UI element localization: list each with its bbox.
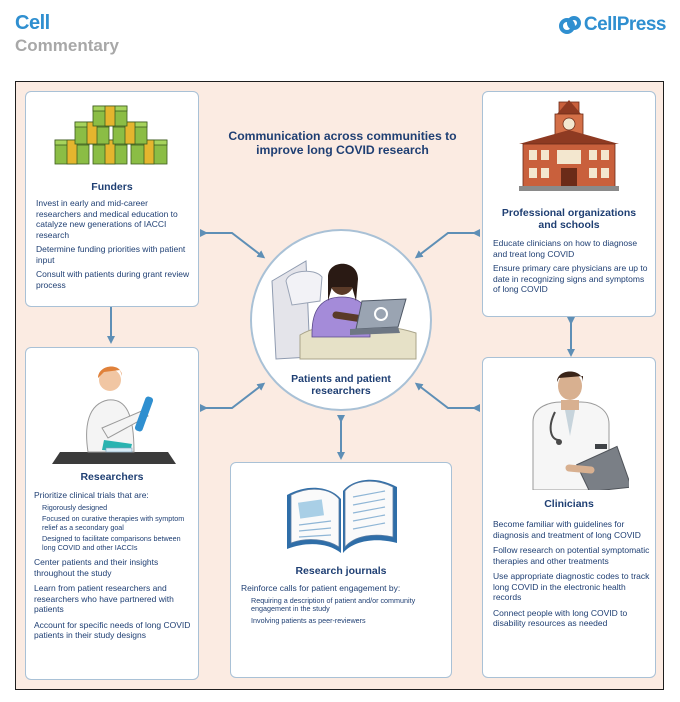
funders-list: Invest in early and mid-career researche… (36, 198, 194, 290)
center-label: Patients and patient researchers (291, 373, 391, 397)
funders-heading: Funders (91, 181, 133, 193)
sublist: Requiring a description of patient and/o… (241, 595, 445, 626)
researchers-heading: Researchers (80, 471, 144, 483)
professional-box: Professional organizations and schools E… (482, 91, 656, 317)
professional-list: Educate clinicians on how to diagnose an… (493, 238, 651, 295)
professional-heading: Professional organizations and schools (501, 207, 637, 231)
sublist-item: Designed to facilitate comparisons betwe… (42, 534, 181, 552)
patients-circle: Patients and patient researchers (250, 229, 432, 411)
patient-with-laptop-icon (271, 260, 417, 360)
arrow-clinicians-center (414, 382, 480, 412)
list-item: Use appropriate diagnostic codes to trac… (493, 571, 650, 602)
sublist: Rigorously designed Focused on curative … (34, 502, 194, 553)
list-item: Ensure primary care physicians are up to… (493, 263, 648, 294)
list-item: Invest in early and mid-career researche… (36, 198, 178, 240)
sublist-item: Rigorously designed (42, 502, 108, 512)
figure-title: Communication across communities to impr… (228, 129, 457, 157)
researchers-box: Researchers Prioritize clinical trials t… (25, 347, 199, 680)
publisher-name: CellPress (583, 14, 667, 35)
researcher-pipette-icon (52, 366, 176, 464)
journals-box: Research journals Reinforce calls for pa… (230, 462, 452, 678)
arrow-researchers-center (200, 382, 266, 412)
doctor-with-clipboard-icon (532, 371, 629, 490)
journal-logo: Cell (15, 12, 50, 34)
list-item: Center patients and their insights throu… (34, 557, 159, 578)
clinicians-list: Become familiar with guidelines for diag… (493, 519, 651, 629)
sublist-item: Involving patients as peer-reviewers (251, 615, 366, 625)
publisher-logo: CellPress (558, 14, 667, 36)
researchers-list: Prioritize clinical trials that are: Rig… (34, 490, 194, 641)
list-item: Connect people with long COVID to disabi… (493, 607, 628, 629)
clinicians-box: Clinicians Become familiar with guidelin… (482, 357, 656, 678)
open-book-icon (287, 479, 397, 553)
list-item: Consult with patients during grant revie… (36, 269, 190, 290)
arrow-funders-center (200, 229, 266, 259)
list-item: Learn from patient researchers and resea… (34, 583, 174, 615)
clinicians-heading: Clinicians (544, 498, 594, 510)
list-item: Account for specific needs of long COVID… (34, 619, 191, 641)
section-label: Commentary (15, 36, 119, 55)
funders-box: Funders Invest in early and mid-career r… (25, 91, 199, 307)
arrow-professional-center (414, 229, 480, 259)
list-item: Educate clinicians on how to diagnose an… (493, 238, 638, 259)
list-intro: Prioritize clinical trials that are: (34, 490, 149, 500)
journals-list: Reinforce calls for patient engagement b… (241, 583, 445, 625)
list-item: Determine funding priorities with patien… (36, 244, 186, 265)
cellpress-icon (558, 16, 581, 34)
list-item: Become familiar with guidelines for diag… (493, 519, 641, 540)
money-stacks-icon (54, 105, 168, 165)
school-building-icon (519, 100, 619, 191)
journals-heading: Research journals (295, 565, 387, 577)
list-item: Follow research on potential symptomatic… (493, 545, 650, 566)
list-intro: Reinforce calls for patient engagement b… (241, 583, 401, 593)
sublist-item: Requiring a description of patient and/o… (251, 595, 416, 614)
sublist-item: Focused on curative therapies with sympt… (42, 514, 185, 532)
